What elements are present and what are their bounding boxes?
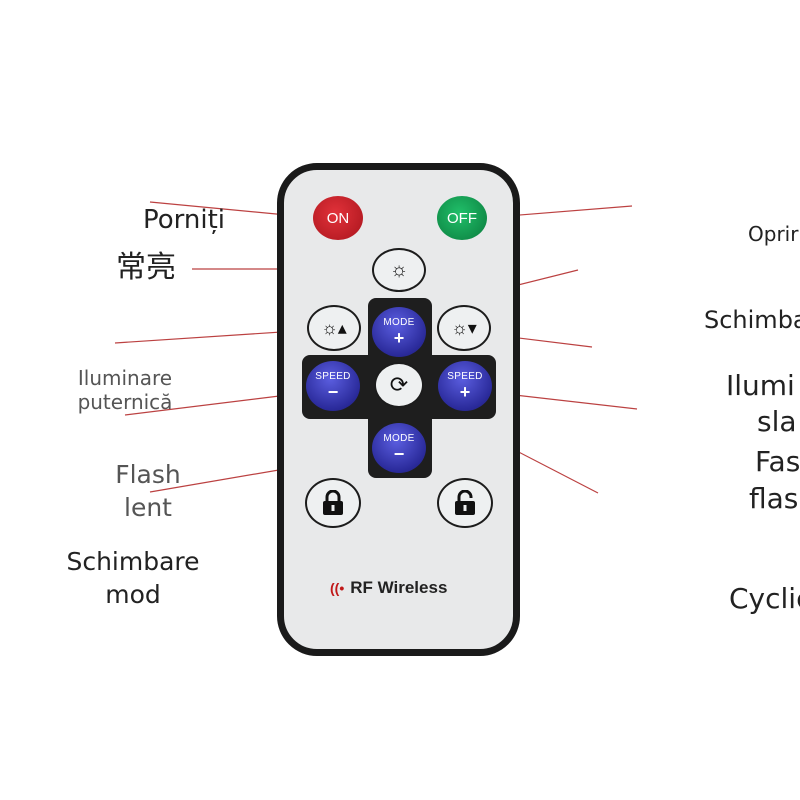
unlock-button[interactable] [437, 478, 493, 528]
minus-sign: − [327, 381, 339, 402]
brand-label: ((• RF Wireless [330, 578, 447, 598]
label-strong-light: Iluminare puternică [70, 366, 180, 414]
speed-plus-text: SPEED [447, 370, 483, 382]
plus-sign: + [459, 381, 471, 402]
label-fast-flash-line1: Fas [755, 445, 800, 478]
bright-up-button[interactable]: ☼▴ [307, 305, 361, 351]
off-button[interactable]: OFF [437, 196, 487, 240]
label-mode-change: Schimbare mod [60, 546, 206, 611]
minus-sign: − [393, 443, 405, 464]
brand-text: RF Wireless [350, 578, 448, 597]
speed-minus-button[interactable]: SPEED − [306, 361, 360, 411]
label-weak-light-line1: Ilumi [726, 369, 795, 402]
constant-light-button[interactable]: ☼ [372, 248, 426, 292]
mode-plus-text: MODE [383, 316, 415, 328]
unlock-icon [455, 490, 475, 515]
cycle-icon: ⟳ [389, 372, 409, 397]
label-weak-light-line2: sla [757, 405, 797, 438]
label-strong-light-line1: Iluminare [77, 366, 173, 390]
label-cycle: Cyclic [729, 582, 800, 615]
speed-minus-text: SPEED [315, 370, 351, 382]
sun-down-icon: ☼▾ [451, 317, 477, 338]
on-button[interactable]: ON [313, 196, 363, 240]
mode-minus-text: MODE [383, 432, 415, 444]
label-on: Porniți [143, 205, 226, 235]
label-mode-change-line1: Schimbare [66, 547, 200, 576]
sun-icon: ☼ [389, 258, 409, 281]
label-strong-light-line2: puternică [77, 390, 173, 414]
lock-button[interactable] [305, 478, 361, 528]
speed-plus-button[interactable]: SPEED + [438, 361, 492, 411]
cycle-button[interactable]: ⟳ [374, 362, 424, 408]
label-fast-flash-line2: flas [749, 482, 799, 515]
plus-sign: + [393, 327, 405, 348]
label-constant-light: 常亮 [116, 250, 176, 285]
label-change: Schimba [704, 306, 800, 334]
label-slow-flash-line1: Flash [115, 460, 181, 489]
mode-plus-button[interactable]: MODE + [372, 307, 426, 357]
label-off: Oprir [748, 222, 799, 246]
lock-icon [323, 490, 343, 515]
label-mode-change-line2: mod [105, 579, 161, 609]
mode-minus-button[interactable]: MODE − [372, 423, 426, 473]
label-slow-flash: Flash lent [103, 459, 193, 524]
label-slow-flash-line2: lent [124, 492, 172, 522]
wifi-icon: ((• [330, 580, 345, 596]
sun-up-icon: ☼▴ [321, 317, 347, 338]
bright-down-button[interactable]: ☼▾ [437, 305, 491, 351]
